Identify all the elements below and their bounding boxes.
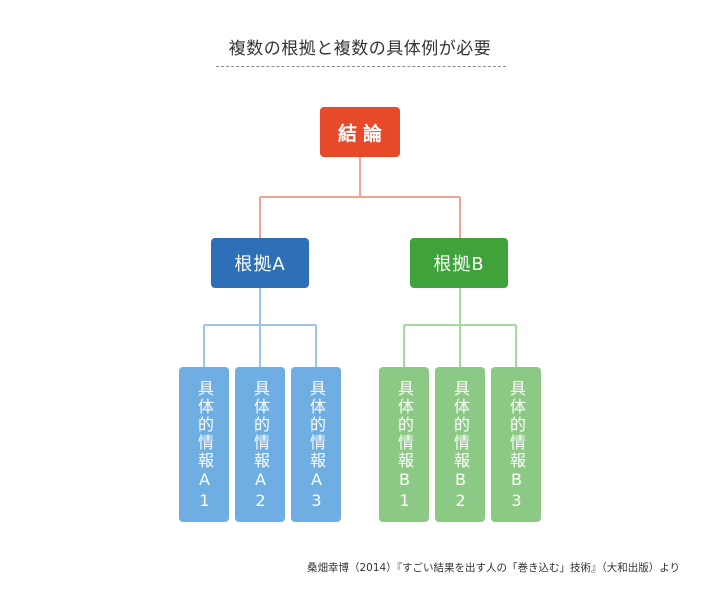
example-box-b3: 具体的情報B3 xyxy=(491,367,541,522)
connector-conclusion xyxy=(259,157,461,238)
example-label-b3: 具体的情報B3 xyxy=(507,379,526,512)
example-box-a3: 具体的情報A3 xyxy=(291,367,341,522)
example-label-a3: 具体的情報A3 xyxy=(307,379,326,512)
source-citation: 桑畑幸博（2014）『すごい結果を出す人の「巻き込む」技術』（大和出版）より xyxy=(306,562,680,574)
example-label-b1: 具体的情報B1 xyxy=(395,379,414,512)
example-label-b2: 具体的情報B2 xyxy=(451,379,470,512)
conclusion-label: 結論 xyxy=(337,122,388,145)
example-label-a1: 具体的情報A1 xyxy=(195,379,214,512)
example-box-b1: 具体的情報B1 xyxy=(379,367,429,522)
reason-box-a: 根拠A xyxy=(211,238,309,288)
reason-label-a: 根拠A xyxy=(234,254,286,275)
connector-reason-a xyxy=(203,288,317,367)
title-underline xyxy=(216,66,506,67)
reason-box-b: 根拠B xyxy=(410,238,508,288)
example-box-b2: 具体的情報B2 xyxy=(435,367,485,522)
example-box-a1: 具体的情報A1 xyxy=(179,367,229,522)
conclusion-box: 結論 xyxy=(320,107,400,157)
example-box-a2: 具体的情報A2 xyxy=(235,367,285,522)
reason-label-b: 根拠B xyxy=(433,254,485,275)
diagram-title: 複数の根拠と複数の具体例が必要 xyxy=(228,39,492,59)
connector-reason-b xyxy=(403,288,517,367)
example-label-a2: 具体的情報A2 xyxy=(251,379,270,512)
